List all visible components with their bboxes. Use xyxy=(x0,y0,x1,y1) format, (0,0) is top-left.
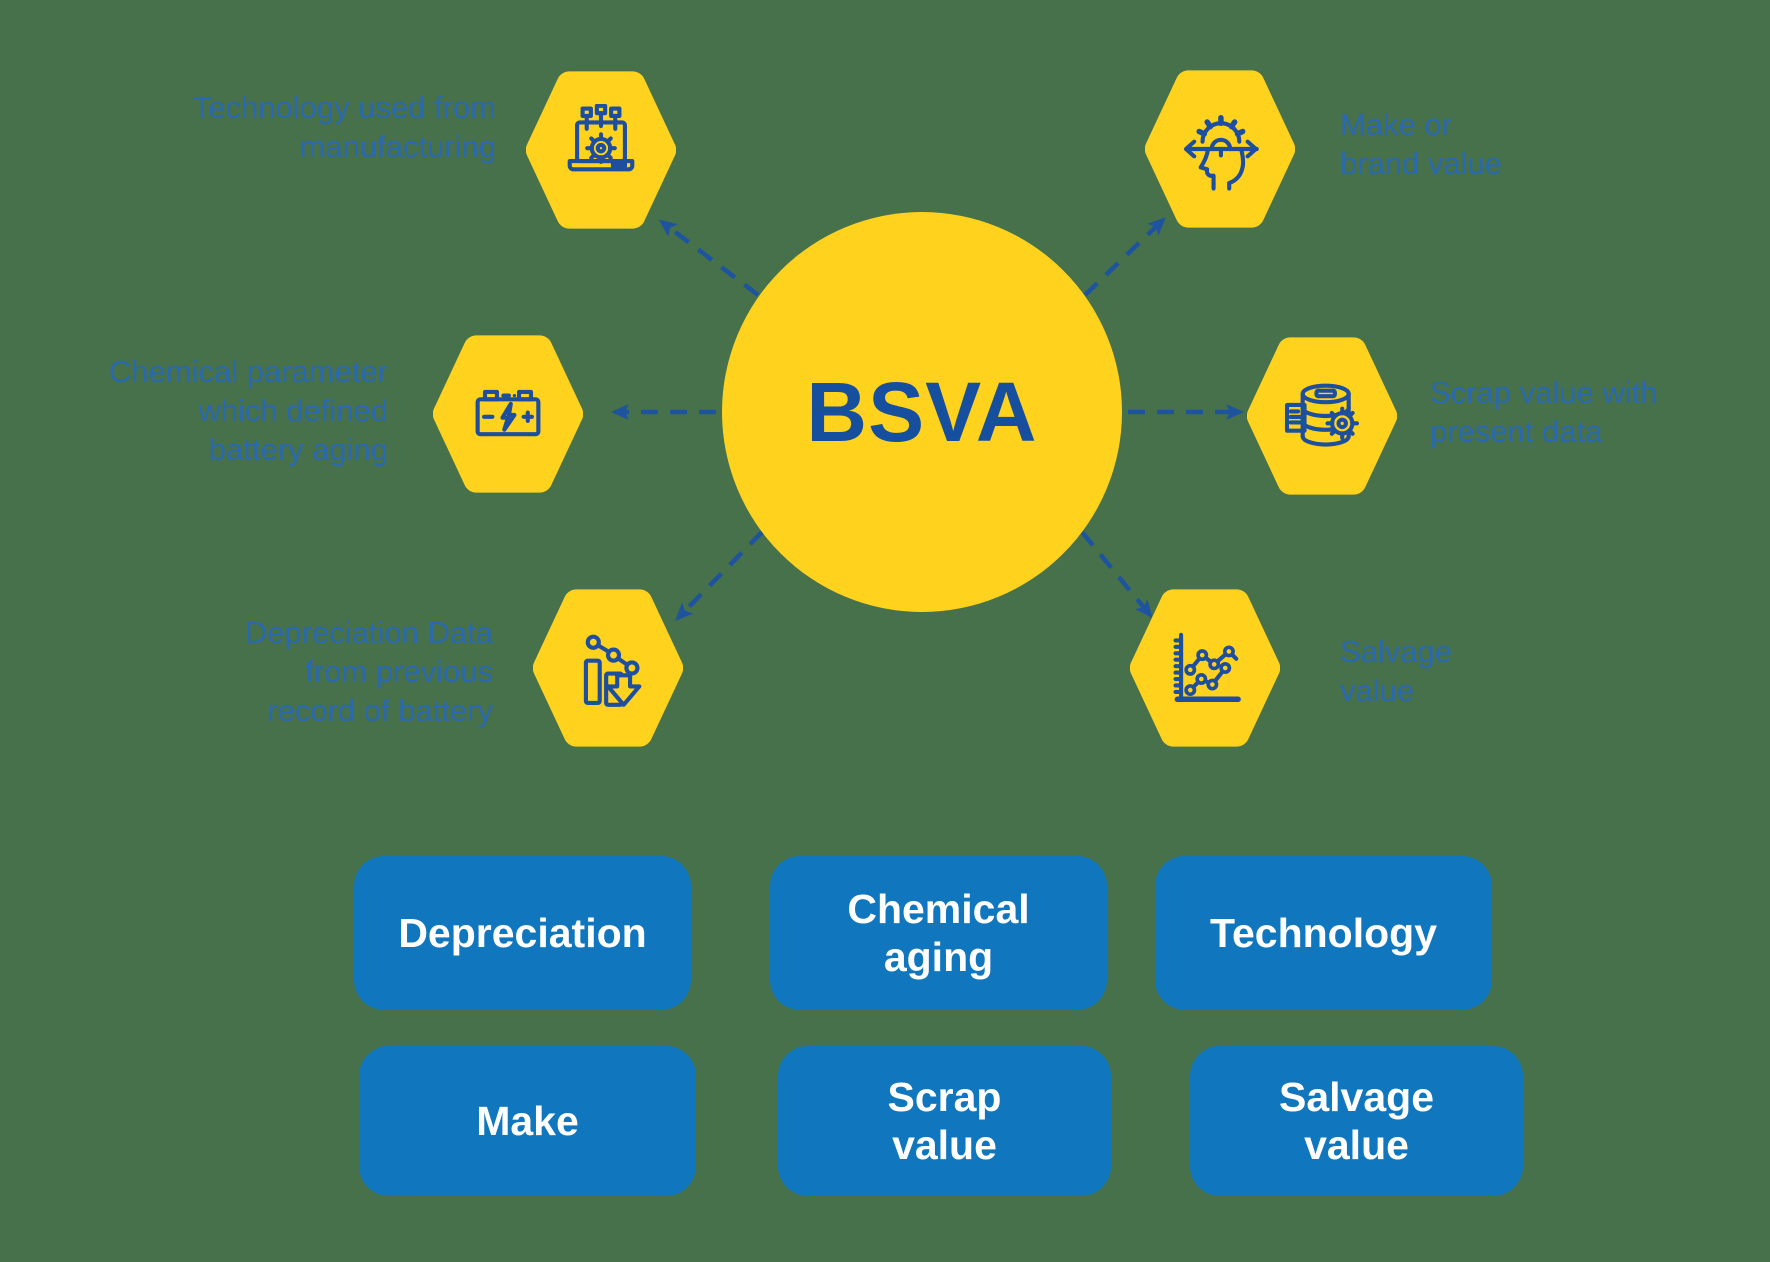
tag-technology: Technology xyxy=(1155,856,1492,1010)
car-battery-icon xyxy=(475,389,541,437)
hexagon-shape xyxy=(533,589,683,747)
tag-chemical-aging: Chemical aging xyxy=(770,856,1107,1010)
arrow-bottom-left xyxy=(675,530,764,621)
node-depreciation xyxy=(533,589,683,747)
node-chemical xyxy=(433,335,583,493)
scrap-coil-icon xyxy=(1284,383,1360,447)
label-scrap: Scrap value with present data xyxy=(1430,375,1658,449)
laptop-gear-icon xyxy=(567,104,635,172)
tag-make: Make xyxy=(359,1046,696,1196)
label-depreciation: Depreciation Data from previous record o… xyxy=(244,615,493,728)
head-gear-icon xyxy=(1183,114,1259,191)
node-make xyxy=(1145,70,1295,228)
node-salvage xyxy=(1130,589,1280,747)
center-node: BSVA xyxy=(722,212,1122,612)
node-technology xyxy=(526,71,676,229)
label-technology: Technology used from manufacturing xyxy=(192,90,496,164)
center-label: BSVA xyxy=(806,364,1038,459)
arrow-top-right xyxy=(1083,217,1166,297)
node-scrap xyxy=(1247,337,1397,495)
arrow-top-left xyxy=(658,219,760,297)
label-chemical: Chemical parameter which defined battery… xyxy=(108,354,388,467)
arrow-bottom-right xyxy=(1080,530,1153,619)
label-make: Make or brand value xyxy=(1340,107,1503,181)
label-salvage: Salvage value xyxy=(1340,634,1453,708)
tag-salvage-value: Salvage value xyxy=(1190,1046,1523,1196)
tag-scrap-value: Scrap value xyxy=(778,1046,1111,1196)
declining-chart-icon xyxy=(583,634,642,707)
rising-chart-icon xyxy=(1173,632,1241,703)
tag-depreciation: Depreciation xyxy=(354,856,691,1010)
